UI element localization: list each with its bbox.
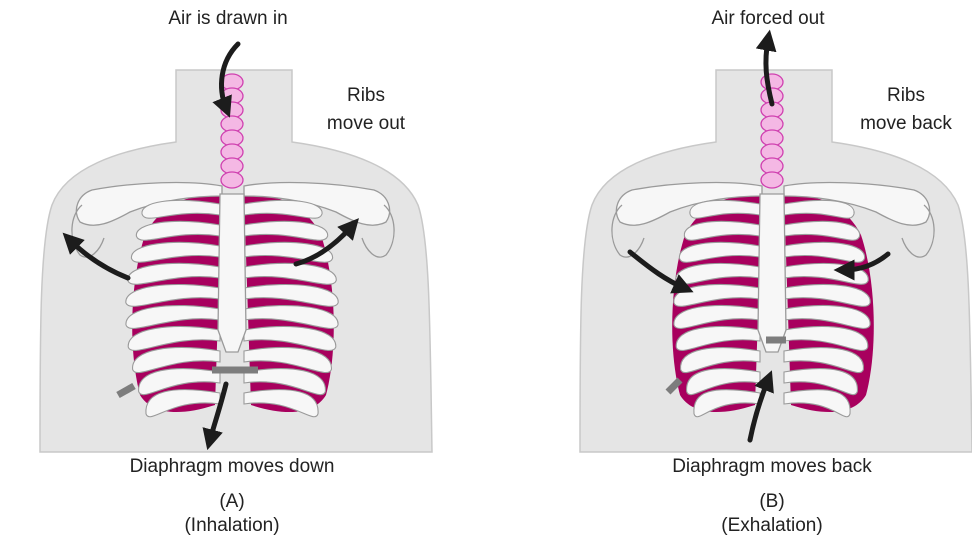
panel-b-letter: (B) [759, 490, 784, 513]
sternum [758, 194, 786, 352]
trachea-ring [761, 172, 783, 188]
air-forced-out-label: Air forced out [712, 7, 825, 30]
air-drawn-in-label: Air is drawn in [168, 7, 287, 30]
panel-a-caption: (Inhalation) [184, 514, 279, 537]
ribs-move-back-label: move back [860, 112, 952, 135]
panel-b-caption: (Exhalation) [721, 514, 822, 537]
ribs-label-b: Ribs [887, 84, 925, 107]
diaphragm-moves-down-label: Diaphragm moves down [130, 455, 335, 478]
ribs-label-a: Ribs [347, 84, 385, 107]
diaphragm-moves-back-label: Diaphragm moves back [672, 455, 872, 478]
panel-a-letter: (A) [219, 490, 244, 513]
ribs-move-out-label: move out [327, 112, 405, 135]
sternum [218, 194, 246, 352]
trachea-ring [221, 172, 243, 188]
